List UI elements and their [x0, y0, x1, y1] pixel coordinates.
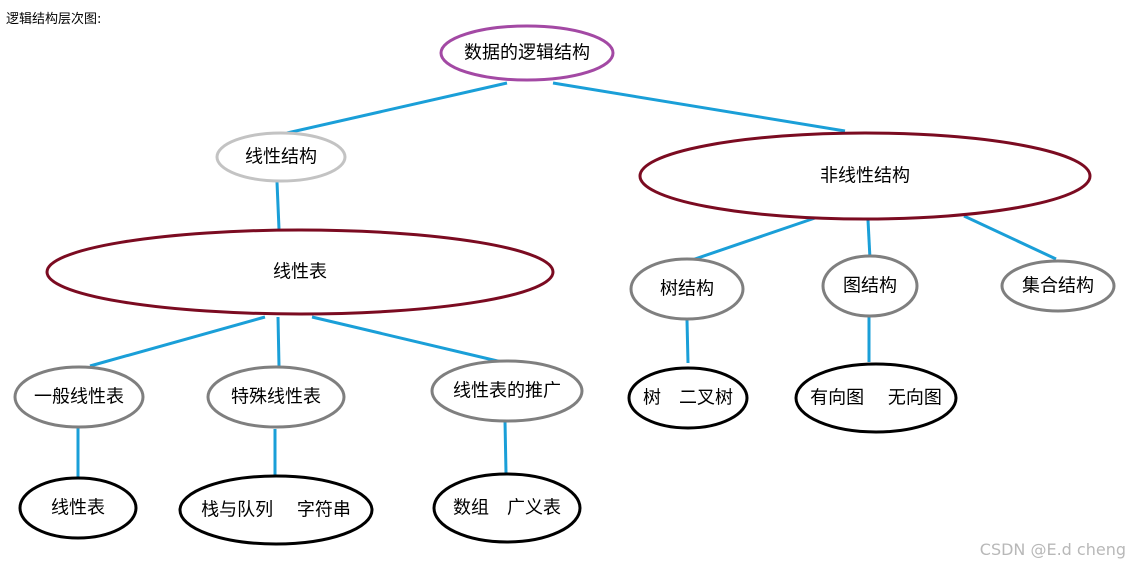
edge-linear-to-linear-list	[275, 181, 281, 230]
node-ellipse	[18, 476, 138, 540]
edge-nonlinear-to-tree	[691, 216, 816, 262]
node-label: 集合结构	[1022, 276, 1094, 297]
node-layer: 数据的逻辑结构线性结构非线性结构线性表一般线性表特殊线性表线性表的推广线性表栈与…	[13, 24, 1116, 546]
node-ellipse	[638, 131, 1092, 221]
node-label: 线性表	[51, 498, 105, 519]
node-ellipse	[432, 472, 582, 544]
node-label: 特殊线性表	[231, 387, 321, 408]
node-ellipse	[430, 359, 584, 423]
node-leaf-graph: 有向图 无向图	[794, 362, 958, 434]
node-leaf-array: 数组 广义表	[432, 472, 582, 544]
edge-tree-to-leaf-tree	[685, 319, 690, 364]
node-generalized: 线性表的推广	[430, 359, 584, 423]
edge-linear-list-to-general	[89, 315, 266, 368]
node-label: 线性表的推广	[453, 381, 561, 402]
node-ellipse	[821, 254, 919, 318]
edge-root-to-linear	[286, 81, 508, 135]
node-graph: 图结构	[821, 254, 919, 318]
node-ellipse	[178, 474, 374, 546]
node-label: 数据的逻辑结构	[464, 43, 590, 64]
node-nonlinear: 非线性结构	[638, 131, 1092, 221]
node-label: 非线性结构	[820, 166, 910, 187]
node-ellipse	[206, 365, 346, 429]
node-label: 有向图 无向图	[810, 388, 942, 409]
node-label: 树 二叉树	[643, 388, 733, 409]
node-ellipse	[627, 366, 749, 430]
node-ellipse	[439, 24, 615, 82]
node-set: 集合结构	[1000, 259, 1116, 313]
node-ellipse	[45, 228, 555, 316]
watermark: CSDN @E.d cheng	[979, 540, 1126, 559]
edge-nonlinear-to-graph	[866, 219, 872, 260]
node-ellipse	[629, 257, 745, 321]
node-label: 线性结构	[245, 147, 317, 168]
node-label: 图结构	[843, 276, 897, 297]
diagram-caption: 逻辑结构层次图:	[6, 12, 102, 27]
node-tree: 树结构	[629, 257, 745, 321]
node-ellipse	[13, 365, 145, 429]
node-root: 数据的逻辑结构	[439, 24, 615, 82]
node-leaf-linear: 线性表	[18, 476, 138, 540]
edge-root-to-nonlinear	[552, 81, 846, 133]
node-ellipse	[1000, 259, 1116, 313]
node-linear-list: 线性表	[45, 228, 555, 316]
edge-linear-list-to-special	[276, 316, 281, 367]
node-leaf-stack: 栈与队列 字符串	[178, 474, 374, 546]
node-label: 栈与队列 字符串	[201, 500, 351, 521]
node-linear: 线性结构	[215, 131, 347, 183]
node-label: 一般线性表	[34, 387, 124, 408]
node-leaf-tree: 树 二叉树	[627, 366, 749, 430]
node-special: 特殊线性表	[206, 365, 346, 429]
node-ellipse	[794, 362, 958, 434]
node-general: 一般线性表	[13, 365, 145, 429]
edge-nonlinear-to-set	[963, 214, 1057, 261]
node-ellipse	[215, 131, 347, 183]
edge-linear-list-to-generalized	[311, 315, 507, 365]
node-label: 数组 广义表	[453, 498, 561, 519]
node-label: 树结构	[660, 279, 714, 300]
node-label: 线性表	[273, 262, 327, 283]
edge-layer	[76, 81, 1057, 480]
edge-generalized-to-leaf-array	[503, 420, 508, 474]
